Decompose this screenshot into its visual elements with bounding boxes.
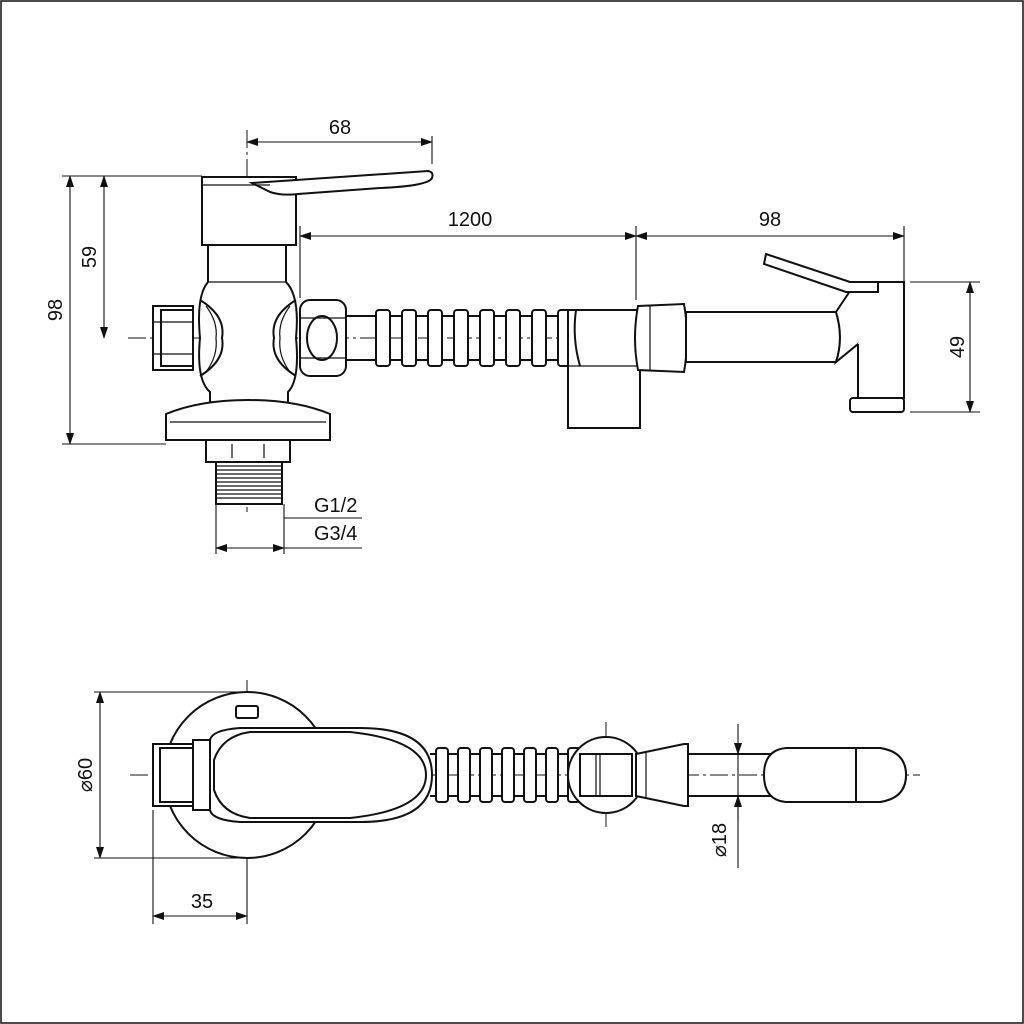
left-side-nut bbox=[152, 305, 194, 371]
hose-rib bbox=[545, 747, 559, 803]
dimension-flange-diameter: ⌀60 bbox=[75, 758, 97, 792]
threaded-inlet bbox=[205, 439, 291, 505]
hose-rib bbox=[375, 309, 391, 367]
hose-rib bbox=[427, 309, 443, 367]
hand-sprayer bbox=[685, 252, 905, 413]
hose-rib bbox=[479, 747, 493, 803]
top-handle bbox=[209, 727, 434, 823]
top-hose-holder bbox=[567, 736, 645, 814]
hose-rib bbox=[453, 309, 469, 367]
hose-holder bbox=[567, 309, 641, 429]
hose-rib bbox=[401, 309, 417, 367]
dimension-sprayer-length: 98 bbox=[759, 209, 781, 231]
handle-lever bbox=[201, 169, 434, 246]
flexible-hose bbox=[346, 309, 580, 367]
dimension-hose-diameter: ⌀18 bbox=[709, 823, 731, 857]
dimension-sprayer-height: 49 bbox=[947, 336, 969, 358]
hose-connector-nut bbox=[299, 299, 347, 377]
top-side-nut bbox=[152, 739, 213, 811]
side-view: 68 98 59 1200 98 49 G1/2 G3/4 bbox=[45, 117, 980, 554]
hose-rib bbox=[435, 747, 449, 803]
top-sprayer-connector bbox=[635, 743, 689, 807]
hose-rib bbox=[479, 309, 495, 367]
hose-rib bbox=[457, 747, 471, 803]
thread-size-label-2: G3/4 bbox=[314, 523, 357, 545]
top-hand-sprayer bbox=[688, 747, 908, 803]
dimension-valve-height: 59 bbox=[79, 246, 101, 268]
dimension-handle-reach: 68 bbox=[329, 117, 351, 139]
dimension-hose-length: 1200 bbox=[448, 209, 493, 231]
hose-rib bbox=[523, 747, 537, 803]
top-view: ⌀60 35 ⌀18 bbox=[75, 680, 920, 924]
hose-rib bbox=[501, 747, 515, 803]
dimension-body-offset: 35 bbox=[191, 891, 213, 913]
hose-rib bbox=[505, 309, 521, 367]
dimension-total-height: 98 bbox=[45, 299, 67, 321]
hose-rib bbox=[531, 309, 547, 367]
wall-flange bbox=[165, 398, 331, 441]
valve-body bbox=[198, 244, 298, 411]
sprayer-connector bbox=[634, 302, 688, 374]
thread-size-label-1: G1/2 bbox=[314, 495, 357, 517]
